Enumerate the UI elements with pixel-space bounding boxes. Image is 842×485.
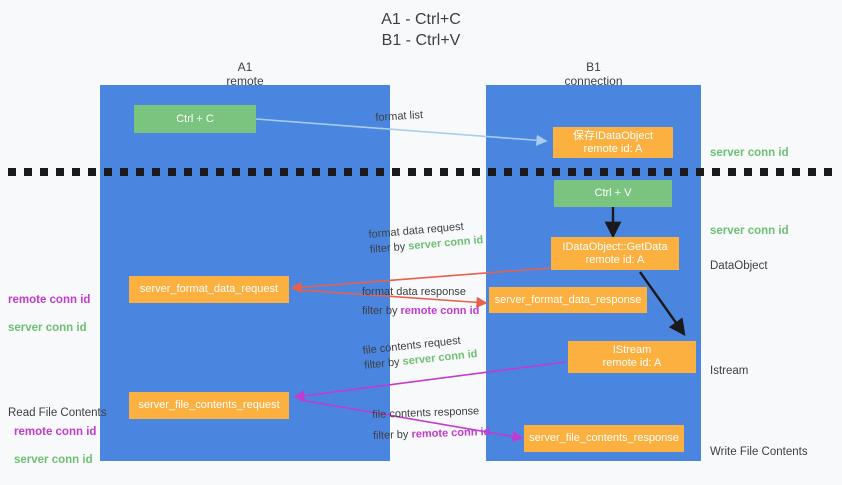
box-ctrl-v[interactable]: Ctrl + V	[554, 180, 672, 207]
label-server-conn-id-second-text: server conn id	[710, 225, 789, 237]
label-remote-conn-id-2: remote conn id	[14, 426, 97, 438]
label-read-file-contents-text: Read File Contents	[8, 407, 107, 419]
label-dataobject: DataObject	[710, 245, 768, 273]
label-write-file-contents: Write File Contents	[710, 431, 808, 459]
phase-divider	[8, 168, 834, 176]
box-ctrl-c-label: Ctrl + C	[176, 112, 214, 125]
edge-label-file-contents-response-text: file contents response	[372, 405, 480, 421]
lane-b1-name: B1	[586, 60, 601, 74]
label-server-conn-id-left-2: server conn id	[14, 454, 93, 466]
box-server-file-contents-response-label: server_file_contents_response	[529, 432, 679, 444]
page-title: A1 - Ctrl+C B1 - Ctrl+V	[381, 11, 461, 49]
filter-prefix: filter by	[363, 355, 404, 372]
label-write-file-contents-text: Write File Contents	[710, 446, 808, 458]
box-idataobject-getdata-label: IDataObject::GetData remote id: A	[562, 240, 668, 266]
filter-value-remote-conn-id: remote conn id	[411, 425, 491, 441]
box-server-file-contents-request[interactable]: server_file_contents_request	[129, 392, 289, 419]
edge-label-format-list-text: format list	[375, 109, 424, 124]
box-server-format-data-request[interactable]: server_format_data_request	[129, 276, 289, 303]
box-ctrl-c[interactable]: Ctrl + C	[134, 105, 256, 133]
lane-header-a1: A1 remote	[100, 60, 390, 88]
label-istream: Istream	[710, 350, 748, 378]
edge-label-format-data-response-text: format data response	[362, 286, 466, 298]
filter-prefix: filter by	[372, 428, 412, 442]
box-save-idataobject-label: 保存IDataObject remote id: A	[572, 129, 654, 155]
box-istream[interactable]: IStream remote id: A	[568, 341, 696, 373]
box-save-idataobject[interactable]: 保存IDataObject remote id: A	[553, 127, 673, 158]
label-server-conn-id-top: server conn id	[710, 132, 789, 160]
lane-a1-subtitle: remote	[226, 74, 264, 88]
edge-label-format-data-response-filter: filter by remote conn id	[362, 304, 479, 319]
filter-prefix: filter by	[362, 305, 401, 317]
label-server-conn-id-top-text: server conn id	[710, 147, 789, 159]
lane-b1-subtitle: connection	[564, 74, 623, 88]
lane-header-b1: B1 connection	[486, 60, 701, 88]
box-server-format-data-response-label: server_format_data_response	[494, 293, 642, 306]
filter-value-remote-conn-id: remote conn id	[400, 305, 480, 317]
label-remote-conn-id-1: remote conn id	[8, 294, 91, 306]
edge-label-file-contents-response-filter: filter by remote conn id	[373, 425, 491, 444]
filter-prefix: filter by	[369, 240, 409, 256]
edge-label-file-contents-response: file contents response filter by remote …	[372, 404, 491, 444]
lane-a1-name: A1	[237, 60, 253, 74]
label-conn-ids-format: remote conn id server conn id	[8, 279, 90, 335]
label-dataobject-text: DataObject	[710, 260, 768, 272]
label-server-conn-id-left-1: server conn id	[8, 322, 87, 334]
label-conn-ids-file: remote conn id server conn id	[14, 411, 96, 467]
box-server-format-data-response[interactable]: server_format_data_response	[489, 287, 647, 313]
label-read-file-contents: Read File Contents	[8, 392, 106, 420]
edge-label-format-list: format list	[375, 108, 424, 126]
box-server-file-contents-response[interactable]: server_file_contents_response	[524, 425, 684, 452]
box-istream-label: IStream remote id: A	[602, 344, 662, 369]
box-server-file-contents-request-label: server_file_contents_request	[138, 399, 280, 411]
label-server-conn-id-second: server conn id	[710, 210, 789, 238]
label-istream-text: Istream	[710, 365, 749, 377]
box-idataobject-getdata[interactable]: IDataObject::GetData remote id: A	[551, 237, 679, 270]
box-ctrl-v-label: Ctrl + V	[594, 187, 632, 199]
box-server-format-data-request-label: server_format_data_request	[139, 283, 279, 295]
edge-label-format-data-response: format data response filter by remote co…	[362, 285, 479, 319]
